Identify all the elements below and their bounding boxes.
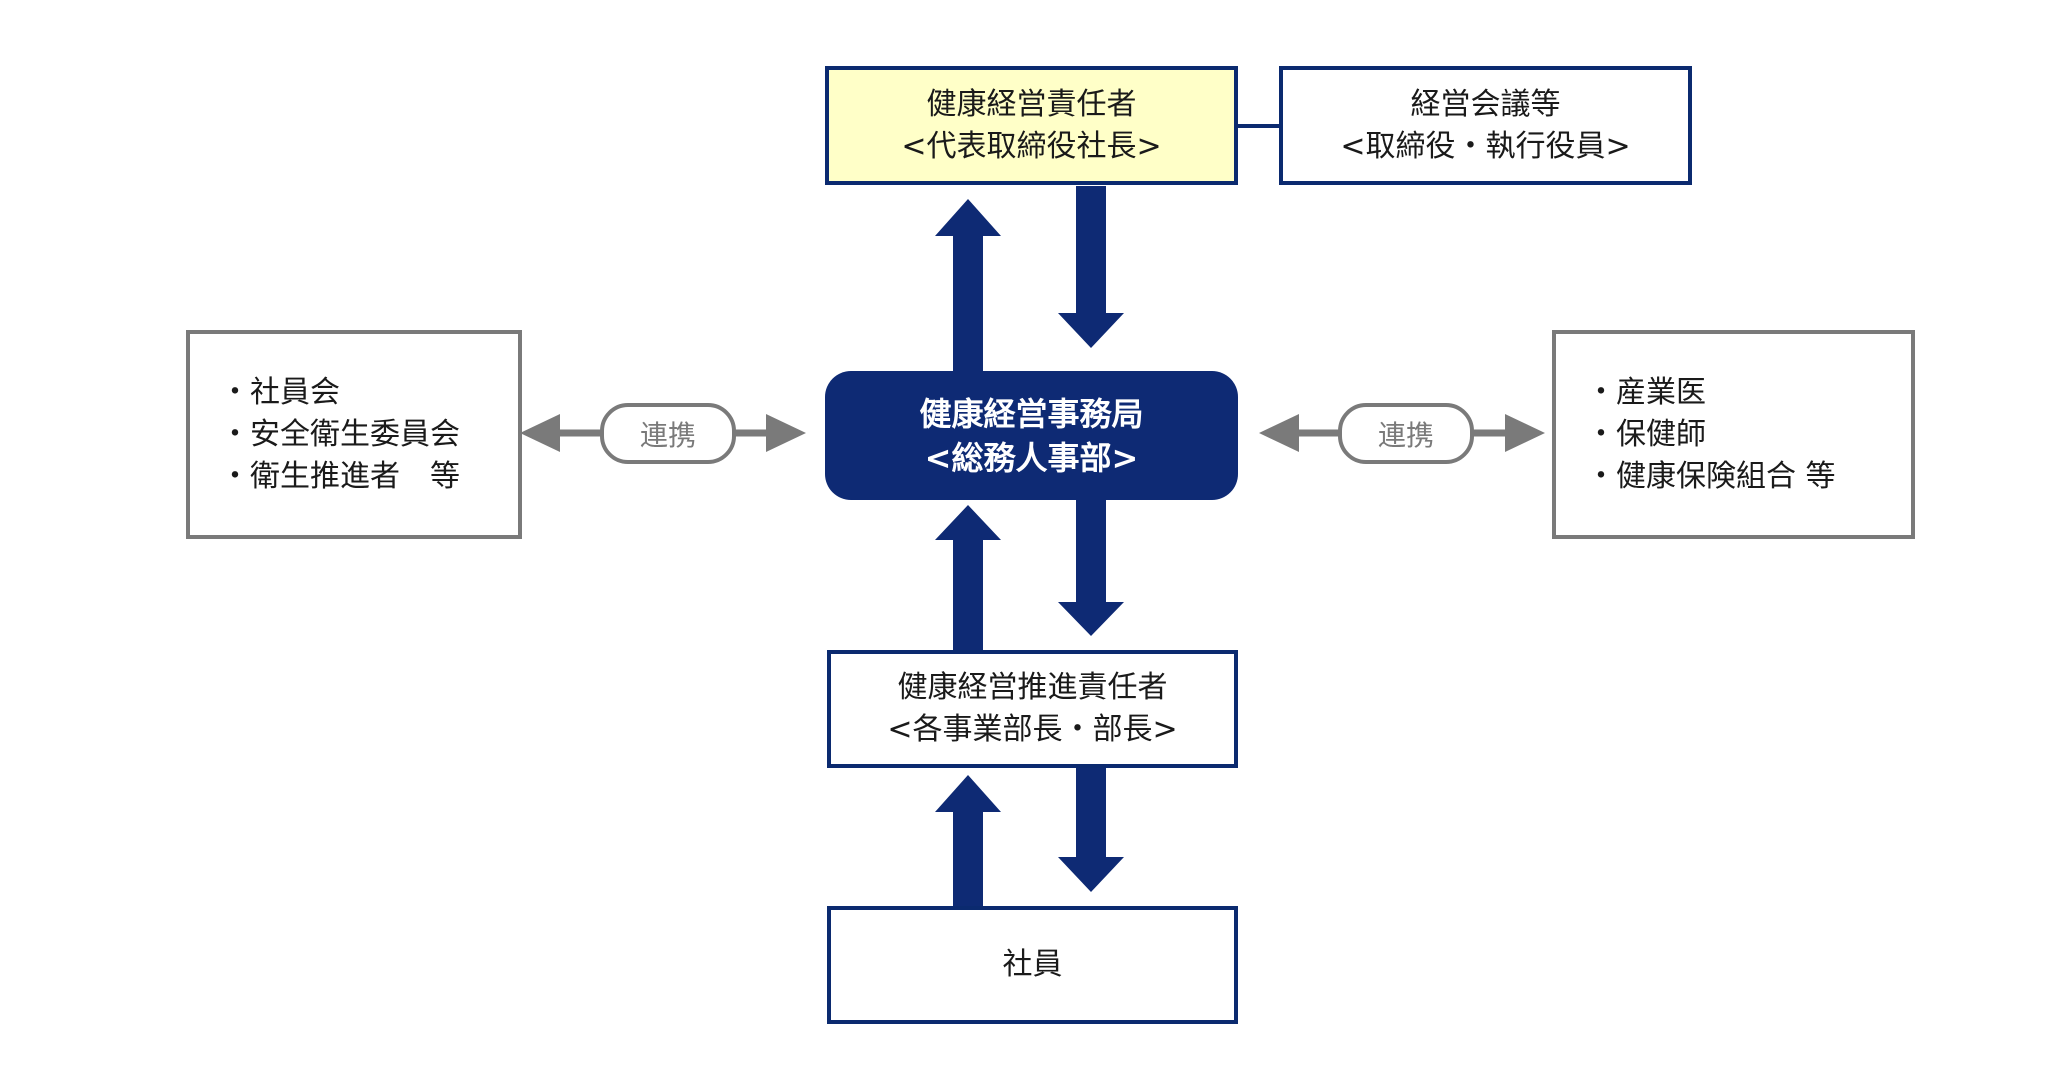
management-meeting-members: <取締役・執行役員> — [1340, 128, 1631, 164]
external-partner-item: ・産業医 — [1586, 374, 1706, 410]
internal-committee-item: ・衛生推進者 等 — [220, 458, 460, 494]
internal-committee-item: ・安全衛生委員会 — [220, 416, 460, 452]
management-meeting-box: 経営会議等 <取締役・執行役員> — [1279, 66, 1692, 185]
left-link-arrowhead-right — [766, 414, 806, 452]
arrow-up-promoter-to-hub — [935, 505, 1001, 653]
health-management-officer-title: 健康経営責任者 — [926, 86, 1137, 122]
right-cooperation-label: 連携 — [1338, 403, 1474, 464]
health-management-office-box: 健康経営事務局 <総務人事部> — [825, 371, 1238, 500]
arrow-down-promoter-to-employee — [1058, 768, 1124, 892]
left-cooperation-label: 連携 — [600, 403, 736, 464]
employee-box: 社員 — [827, 906, 1238, 1024]
right-link-arrowhead-right — [1505, 414, 1545, 452]
internal-committee-item: ・社員会 — [220, 374, 340, 410]
health-promotion-officer-box: 健康経営推進責任者 <各事業部長・部長> — [827, 650, 1238, 768]
right-cooperation-text: 連携 — [1377, 418, 1434, 452]
arrow-down-top-to-hub — [1058, 186, 1124, 348]
arrow-down-hub-to-promoter — [1058, 500, 1124, 636]
health-management-officer-box: 健康経営責任者 <代表取締役社長> — [825, 66, 1238, 185]
health-promotion-officer-title: 健康経営推進責任者 — [897, 670, 1168, 705]
right-link-arrowhead-left — [1259, 414, 1299, 452]
health-management-officer-role: <代表取締役社長> — [901, 128, 1162, 164]
health-management-office-title: 健康経営事務局 — [919, 394, 1144, 433]
left-cooperation-text: 連携 — [639, 418, 696, 452]
left-link-arrowhead-left — [520, 414, 560, 452]
external-partners-box: ・産業医 ・保健師 ・健康保険組合 等 — [1552, 330, 1915, 539]
arrow-up-employee-to-promoter — [935, 775, 1001, 908]
health-promotion-officer-role: <各事業部長・部長> — [887, 712, 1178, 747]
arrow-up-hub-to-top — [935, 199, 1001, 373]
internal-committees-box: ・社員会 ・安全衛生委員会 ・衛生推進者 等 — [186, 330, 522, 539]
management-meeting-title: 経営会議等 — [1410, 86, 1561, 122]
external-partner-item: ・保健師 — [1586, 416, 1706, 452]
external-partner-item: ・健康保険組合 等 — [1586, 458, 1836, 494]
health-management-office-dept: <総務人事部> — [924, 438, 1139, 477]
employee-label: 社員 — [1002, 947, 1063, 982]
